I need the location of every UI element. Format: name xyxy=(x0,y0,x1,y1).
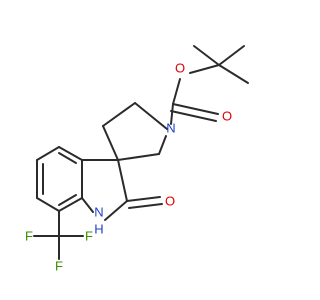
lactam-nitrogen-label: N xyxy=(94,205,103,220)
carbamate-carbonyl-double-bond-a xyxy=(172,103,219,115)
tert-butyl-to-ester-oxygen-bond xyxy=(189,64,220,74)
carbamate-oxygen-label: O xyxy=(222,109,232,124)
benzene-bond-1 xyxy=(58,146,83,161)
pyrrolidine-nitrogen-label: N xyxy=(166,121,175,136)
benzene-bond-4 xyxy=(36,197,60,212)
ester-oxygen-label: O xyxy=(175,61,185,76)
pyrrolidine-n-to-upper-carbon-bond xyxy=(134,102,168,130)
benzene-inner-double-bond-1 xyxy=(58,152,77,164)
tert-butyl-top-left-bond xyxy=(193,45,220,66)
tert-butyl-right-bond xyxy=(218,64,249,84)
pyrrolidine-left-carbon-to-spiro-bond xyxy=(102,125,119,161)
pyrrolidine-upper-carbon-to-left-carbon-bond xyxy=(102,102,136,127)
carbamate-carbon-to-nitrogen-bond xyxy=(170,103,174,125)
chemical-structure-diagram: O O N O N H F F F xyxy=(25,45,249,274)
benzene-bond-5 xyxy=(58,197,83,212)
lactam-carbonyl-double-bond-b xyxy=(128,203,163,209)
fluorine-left-label: F xyxy=(25,229,33,244)
lactam-carbonyl-double-bond-a xyxy=(126,196,161,202)
lactam-nitrogen-to-aromatic-bond xyxy=(81,197,94,213)
bonds-layer xyxy=(33,45,249,260)
carbamate-carbonyl-double-bond-b xyxy=(170,110,217,122)
fluorine-bottom-label: F xyxy=(55,259,63,274)
atom-labels-layer: O O N O N H F F F xyxy=(25,61,232,274)
benzene-inner-double-bond-3 xyxy=(58,194,77,206)
tert-butyl-top-right-bond xyxy=(218,45,245,66)
benzene-bond-2 xyxy=(36,146,60,161)
pyrrolidine-spiro-to-right-carbon-bond xyxy=(117,153,160,161)
lactam-oxygen-label: O xyxy=(165,194,175,209)
lactam-hydrogen-label: H xyxy=(94,222,103,237)
fluorine-right-label: F xyxy=(85,229,93,244)
lactam-carbonyl-to-nitrogen-bond xyxy=(104,200,128,221)
ester-oxygen-to-carbonyl-bond xyxy=(172,78,181,105)
spiro-to-lactam-carbonyl-bond xyxy=(117,159,128,202)
pyrrolidine-right-carbon-to-n-bond xyxy=(158,135,167,155)
